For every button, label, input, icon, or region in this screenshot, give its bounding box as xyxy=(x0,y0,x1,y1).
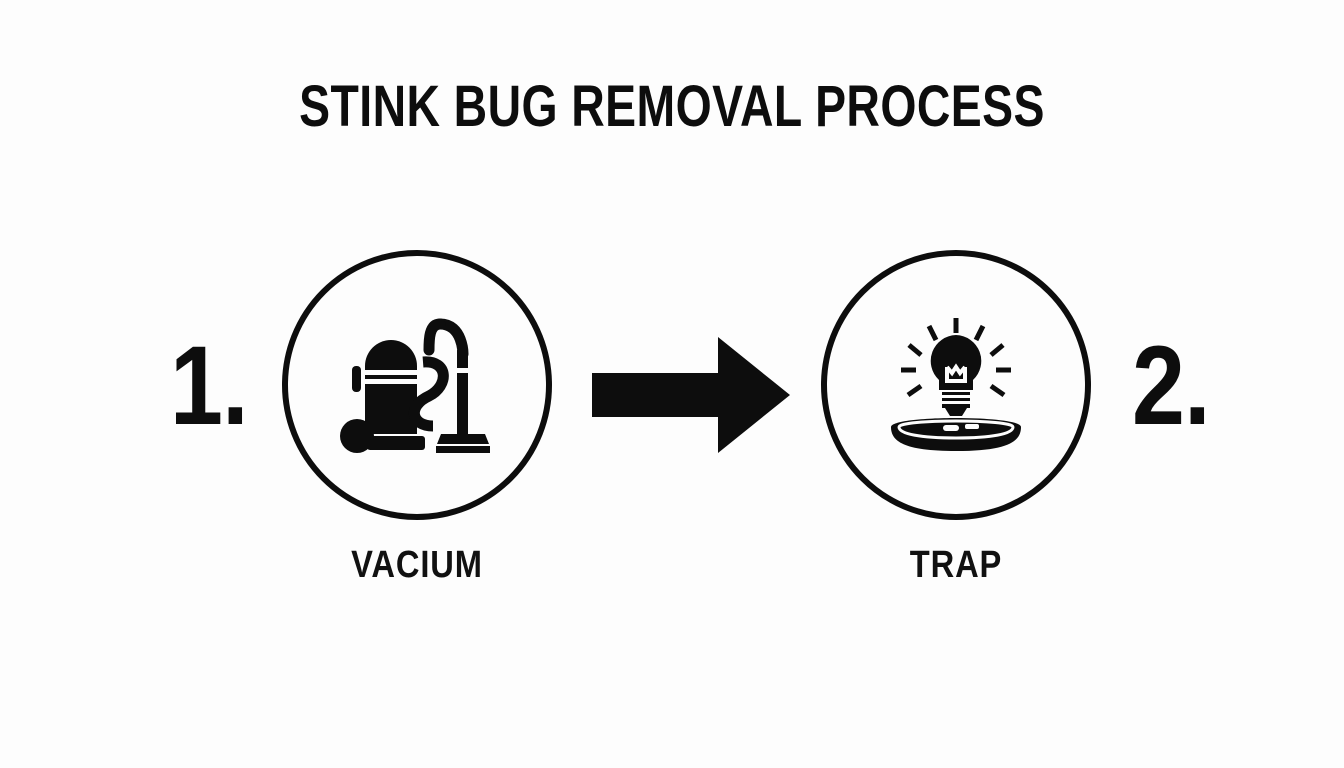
step-number-1: 1. xyxy=(170,323,249,448)
step-2: TRAP xyxy=(821,250,1091,585)
arrow-right-icon xyxy=(590,335,792,455)
light-bulb-trap-icon xyxy=(881,315,1031,455)
step-2-label: TRAP xyxy=(909,544,1003,586)
step-1: VACIUM xyxy=(282,250,552,585)
page-title: STINK BUG REMOVAL PROCESS xyxy=(299,74,1045,139)
step-2-icon-holder xyxy=(821,250,1091,520)
step-1-circle-frame xyxy=(282,250,552,520)
step-1-label: VACIUM xyxy=(351,544,483,586)
vacuum-cleaner-icon xyxy=(337,310,497,460)
step-2-circle-frame xyxy=(821,250,1091,520)
step-number-2: 2. xyxy=(1132,323,1211,448)
step-1-icon-holder xyxy=(282,250,552,520)
